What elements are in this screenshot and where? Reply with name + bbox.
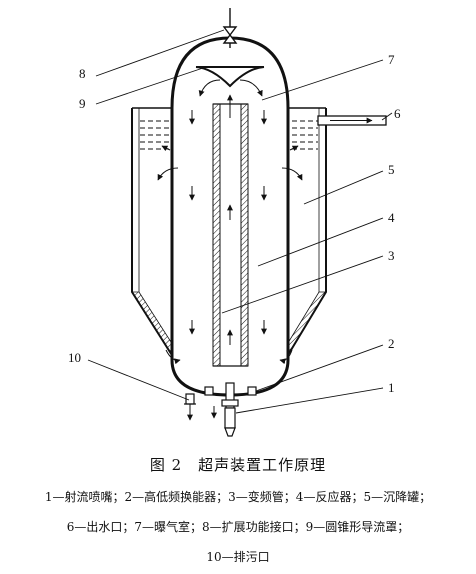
settling-tank [131, 107, 327, 361]
water-outlet-pipe [317, 115, 387, 126]
callout-1: 1 [388, 380, 395, 395]
flow-arrows [157, 79, 303, 421]
callout-3: 3 [388, 248, 395, 263]
transducers [204, 386, 257, 396]
callout-6: 6 [394, 106, 401, 121]
callout-9: 9 [79, 96, 86, 111]
extension-interface-valve [222, 8, 238, 48]
callout-numbers: 8 9 7 6 5 4 3 2 1 10 [68, 52, 401, 395]
leader-lines [87, 29, 393, 414]
legend-line-1: 1—射流喷嘴；2—高低频换能器；3—变频管；4—反应器；5—沉降罐； [44, 490, 432, 504]
callout-7: 7 [388, 52, 395, 67]
callout-10: 10 [68, 350, 81, 365]
cone-deflector [195, 66, 265, 88]
callout-5: 5 [388, 162, 395, 177]
callout-2: 2 [388, 336, 395, 351]
figure-caption: 图 2 超声装置工作原理 [149, 456, 327, 474]
callout-4: 4 [388, 210, 395, 225]
ultrasonic-device-diagram: 8 9 7 6 5 4 3 2 1 10 [68, 8, 401, 437]
legend-line-3: 10—排污口 [206, 550, 270, 564]
callout-8: 8 [79, 66, 86, 81]
legend-line-2: 6—出水口；7—曝气室；8—扩展功能接口；9—圆锥形导流罩； [66, 520, 410, 534]
jet-nozzle [221, 382, 239, 437]
